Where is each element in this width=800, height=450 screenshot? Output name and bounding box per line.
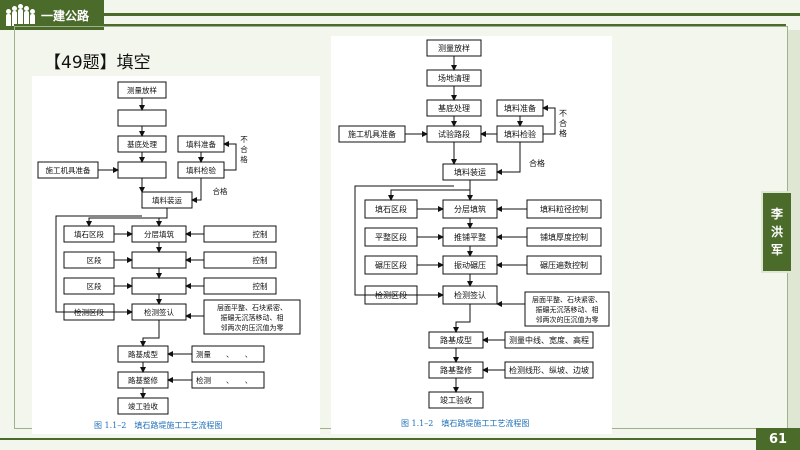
node-thickness-control: 铺填厚度控制 <box>540 232 588 242</box>
left-caption: 图 1.1–2 填石路堤施工工艺流程图 <box>94 420 222 430</box>
not-qualified-c1: 不 <box>240 135 248 144</box>
node-control-2: 控制 <box>253 255 268 265</box>
node-box <box>203 299 301 335</box>
node-passes-control: 碾压遍数控制 <box>540 260 588 270</box>
not-qualified-c2: 合 <box>559 118 567 128</box>
svg-text:层面平整、石块紧密、: 层面平整、石块紧密、 <box>217 303 287 312</box>
teacher-char-3: 军 <box>770 243 783 257</box>
node-survey: 测量放样 <box>438 43 470 53</box>
svg-text:邻两次的压沉值为零: 邻两次的压沉值为零 <box>221 323 284 332</box>
node-forming: 路基成型 <box>128 349 158 359</box>
page-number: 61 <box>756 428 800 450</box>
node-equipment: 施工机具准备 <box>46 165 91 175</box>
node-grain-control: 填料粒径控制 <box>540 204 588 214</box>
node-zone-check: 检测区段 <box>74 307 104 317</box>
node-box <box>524 291 610 327</box>
not-qualified-c3: 格 <box>559 128 567 138</box>
node-zone-fill: 填石区段 <box>74 229 104 239</box>
node-layer-fill: 分层填筑 <box>454 204 486 214</box>
node-inspect: 检测签认 <box>144 307 174 317</box>
blank-box <box>131 277 187 295</box>
right-flowchart-panel: 测量放样 场地清理 基底处理 施工机具准备 试验路段 填料准备 填料检验 合格 … <box>331 36 612 434</box>
node-layer-fill: 分层填筑 <box>144 229 174 239</box>
node-clearing: 场地清理 <box>438 73 470 83</box>
footer-divider <box>0 438 756 440</box>
not-qualified-c3: 格 <box>240 154 248 164</box>
node-control-3: 控制 <box>253 281 268 291</box>
node-zone-level: 平整区段 <box>375 232 407 242</box>
node-control-1: 控制 <box>253 229 268 239</box>
node-finishing: 路基整修 <box>440 365 472 375</box>
left-flowchart: 测量放样 基底处理 施工机具准备 填料准备 填料检验 填料装运 合格 填石区段 … <box>37 81 301 430</box>
node-base: 基底处理 <box>438 103 470 113</box>
right-stripe <box>788 30 800 430</box>
header-divider <box>104 13 800 16</box>
node-zone-2: 区段 <box>87 255 102 265</box>
right-caption: 图 1.1–2 填石路堤施工工艺流程图 <box>401 418 529 428</box>
blank-box <box>117 109 167 127</box>
node-finishing: 路基整修 <box>128 375 158 385</box>
node-load: 填料装运 <box>454 167 486 177</box>
logo-text: 一建公路 <box>41 8 90 23</box>
node-detect: 检测 、 、 <box>196 375 252 385</box>
node-survey: 测量放样 <box>127 85 157 95</box>
node-trial: 试验路段 <box>438 129 470 139</box>
node-load: 填料装运 <box>152 195 182 205</box>
right-flowchart: 测量放样 场地清理 基底处理 施工机具准备 试验路段 填料准备 填料检验 合格 … <box>338 39 610 428</box>
question-title: 【49题】填空 <box>44 53 151 73</box>
node-measure: 测量 、 、 <box>196 350 252 359</box>
node-detect: 检测线形、纵坡、边坡 <box>509 365 589 375</box>
node-fill-check: 填料检验 <box>186 165 216 175</box>
standard-text: 层面平整、石块紧密、 振碾无沉落移动、相 邻两次的压沉值为零 <box>217 303 287 332</box>
node-inspect: 检测签认 <box>454 290 486 300</box>
svg-text:邻两次的压沉值为零: 邻两次的压沉值为零 <box>536 315 599 324</box>
node-vib-compact: 振动碾压 <box>454 260 486 270</box>
standard-text: 层面平整、石块紧密、 振碾无沉落移动、相 邻两次的压沉值为零 <box>532 295 602 324</box>
node-acceptance: 竣工验收 <box>128 401 158 411</box>
teacher-char-2: 洪 <box>770 225 783 239</box>
svg-text:振碾无沉落移动、相: 振碾无沉落移动、相 <box>221 313 284 322</box>
node-fill-check: 填料检验 <box>504 129 536 139</box>
node-forming: 路基成型 <box>440 335 472 345</box>
blank-box <box>131 251 187 269</box>
frame-top-line <box>14 24 786 26</box>
node-spread-level: 推铺平整 <box>454 232 486 242</box>
teacher-char-1: 李 <box>770 207 783 221</box>
node-measure: 测量中线、宽度、高程 <box>509 335 589 345</box>
node-qualified: 合格 <box>529 158 545 168</box>
node-base: 基底处理 <box>127 139 157 149</box>
node-fill-prep: 填料准备 <box>186 139 216 149</box>
node-equipment: 施工机具准备 <box>348 129 396 139</box>
node-qualified: 合格 <box>213 186 228 196</box>
node-zone-check: 检测区段 <box>375 290 407 300</box>
not-qualified-c1: 不 <box>559 109 567 118</box>
blank-box <box>117 161 167 179</box>
node-fill-prep: 填料准备 <box>504 103 536 113</box>
not-qualified-c2: 合 <box>240 144 248 154</box>
node-zone-fill: 填石区段 <box>375 204 407 214</box>
people-icon <box>6 4 35 26</box>
svg-text:振碾无沉落移动、相: 振碾无沉落移动、相 <box>536 305 599 314</box>
left-flowchart-panel: 测量放样 基底处理 施工机具准备 填料准备 填料检验 填料装运 合格 填石区段 … <box>32 76 320 434</box>
teacher-name-tab: 李 洪 军 <box>761 191 793 273</box>
node-zone-3: 区段 <box>87 281 102 291</box>
node-acceptance: 竣工验收 <box>440 395 472 405</box>
svg-text:层面平整、石块紧密、: 层面平整、石块紧密、 <box>532 295 602 304</box>
node-zone-compact: 碾压区段 <box>375 260 407 270</box>
